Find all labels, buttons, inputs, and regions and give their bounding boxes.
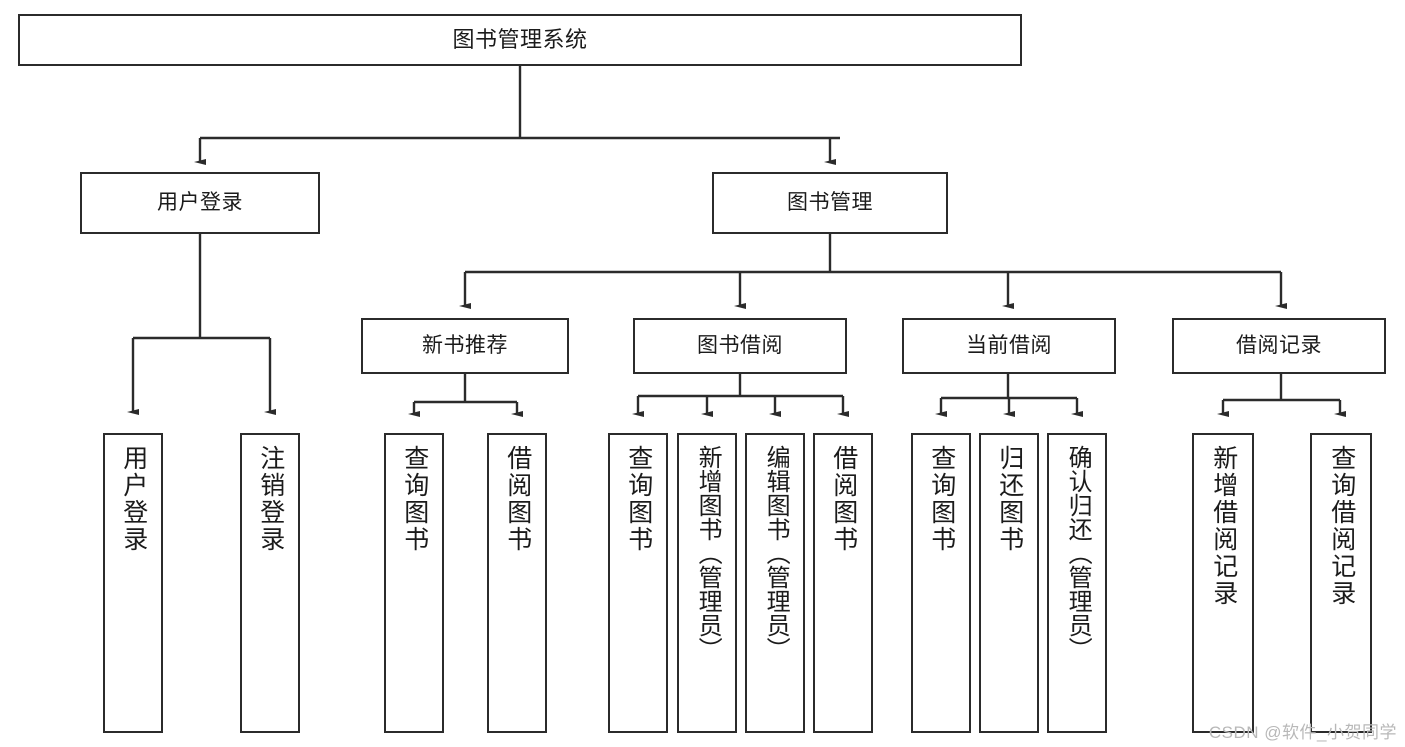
node-label: 查询借阅记录 bbox=[1327, 445, 1356, 607]
node-label: 图书借阅 bbox=[697, 334, 783, 358]
node-label: 借阅记录 bbox=[1236, 334, 1322, 358]
node-leaf-query-books-recommend[interactable]: 查询图书 bbox=[384, 433, 444, 733]
node-leaf-logout[interactable]: 注销登录 bbox=[240, 433, 300, 733]
node-leaf-borrow-books-recommend[interactable]: 借阅图书 bbox=[487, 433, 547, 733]
node-leaf-add-borrow-record[interactable]: 新增借阅记录 bbox=[1192, 433, 1254, 733]
node-label: 查询图书 bbox=[927, 445, 956, 553]
node-label: 新书推荐 bbox=[422, 334, 508, 358]
node-leaf-user-login[interactable]: 用户登录 bbox=[103, 433, 163, 733]
node-leaf-add-book-admin[interactable]: 新增图书（管理员） bbox=[677, 433, 737, 733]
node-leaf-query-books-current[interactable]: 查询图书 bbox=[911, 433, 971, 733]
node-label: 查询图书 bbox=[624, 445, 653, 553]
node-label: 新增借阅记录 bbox=[1209, 445, 1238, 607]
node-label: 确认归还（管理员） bbox=[1064, 445, 1092, 661]
node-leaf-return-books[interactable]: 归还图书 bbox=[979, 433, 1039, 733]
watermark-text: CSDN @软件_小贺同学 bbox=[1208, 723, 1397, 742]
node-root-book-management-system[interactable]: 图书管理系统 bbox=[18, 14, 1022, 66]
node-label: 图书管理系统 bbox=[452, 26, 588, 52]
node-leaf-borrow-books[interactable]: 借阅图书 bbox=[813, 433, 873, 733]
node-current-borrow[interactable]: 当前借阅 bbox=[902, 318, 1116, 374]
node-label: 借阅图书 bbox=[829, 445, 858, 553]
node-user-login[interactable]: 用户登录 bbox=[80, 172, 320, 234]
node-label: 用户登录 bbox=[119, 445, 148, 553]
node-leaf-query-books-borrow[interactable]: 查询图书 bbox=[608, 433, 668, 733]
node-label: 图书管理 bbox=[787, 191, 873, 215]
node-leaf-query-borrow-record[interactable]: 查询借阅记录 bbox=[1310, 433, 1372, 733]
node-leaf-confirm-return-admin[interactable]: 确认归还（管理员） bbox=[1047, 433, 1107, 733]
node-label: 当前借阅 bbox=[966, 334, 1052, 358]
node-label: 查询图书 bbox=[400, 445, 429, 553]
node-label: 新增图书（管理员） bbox=[694, 445, 722, 661]
node-label: 注销登录 bbox=[256, 445, 285, 553]
node-book-management[interactable]: 图书管理 bbox=[712, 172, 948, 234]
node-book-borrow[interactable]: 图书借阅 bbox=[633, 318, 847, 374]
node-borrow-records[interactable]: 借阅记录 bbox=[1172, 318, 1386, 374]
node-label: 用户登录 bbox=[157, 191, 243, 215]
node-label: 归还图书 bbox=[995, 445, 1024, 553]
node-label: 编辑图书（管理员） bbox=[762, 445, 790, 661]
node-label: 借阅图书 bbox=[503, 445, 532, 553]
node-leaf-edit-book-admin[interactable]: 编辑图书（管理员） bbox=[745, 433, 805, 733]
node-new-book-recommend[interactable]: 新书推荐 bbox=[361, 318, 569, 374]
